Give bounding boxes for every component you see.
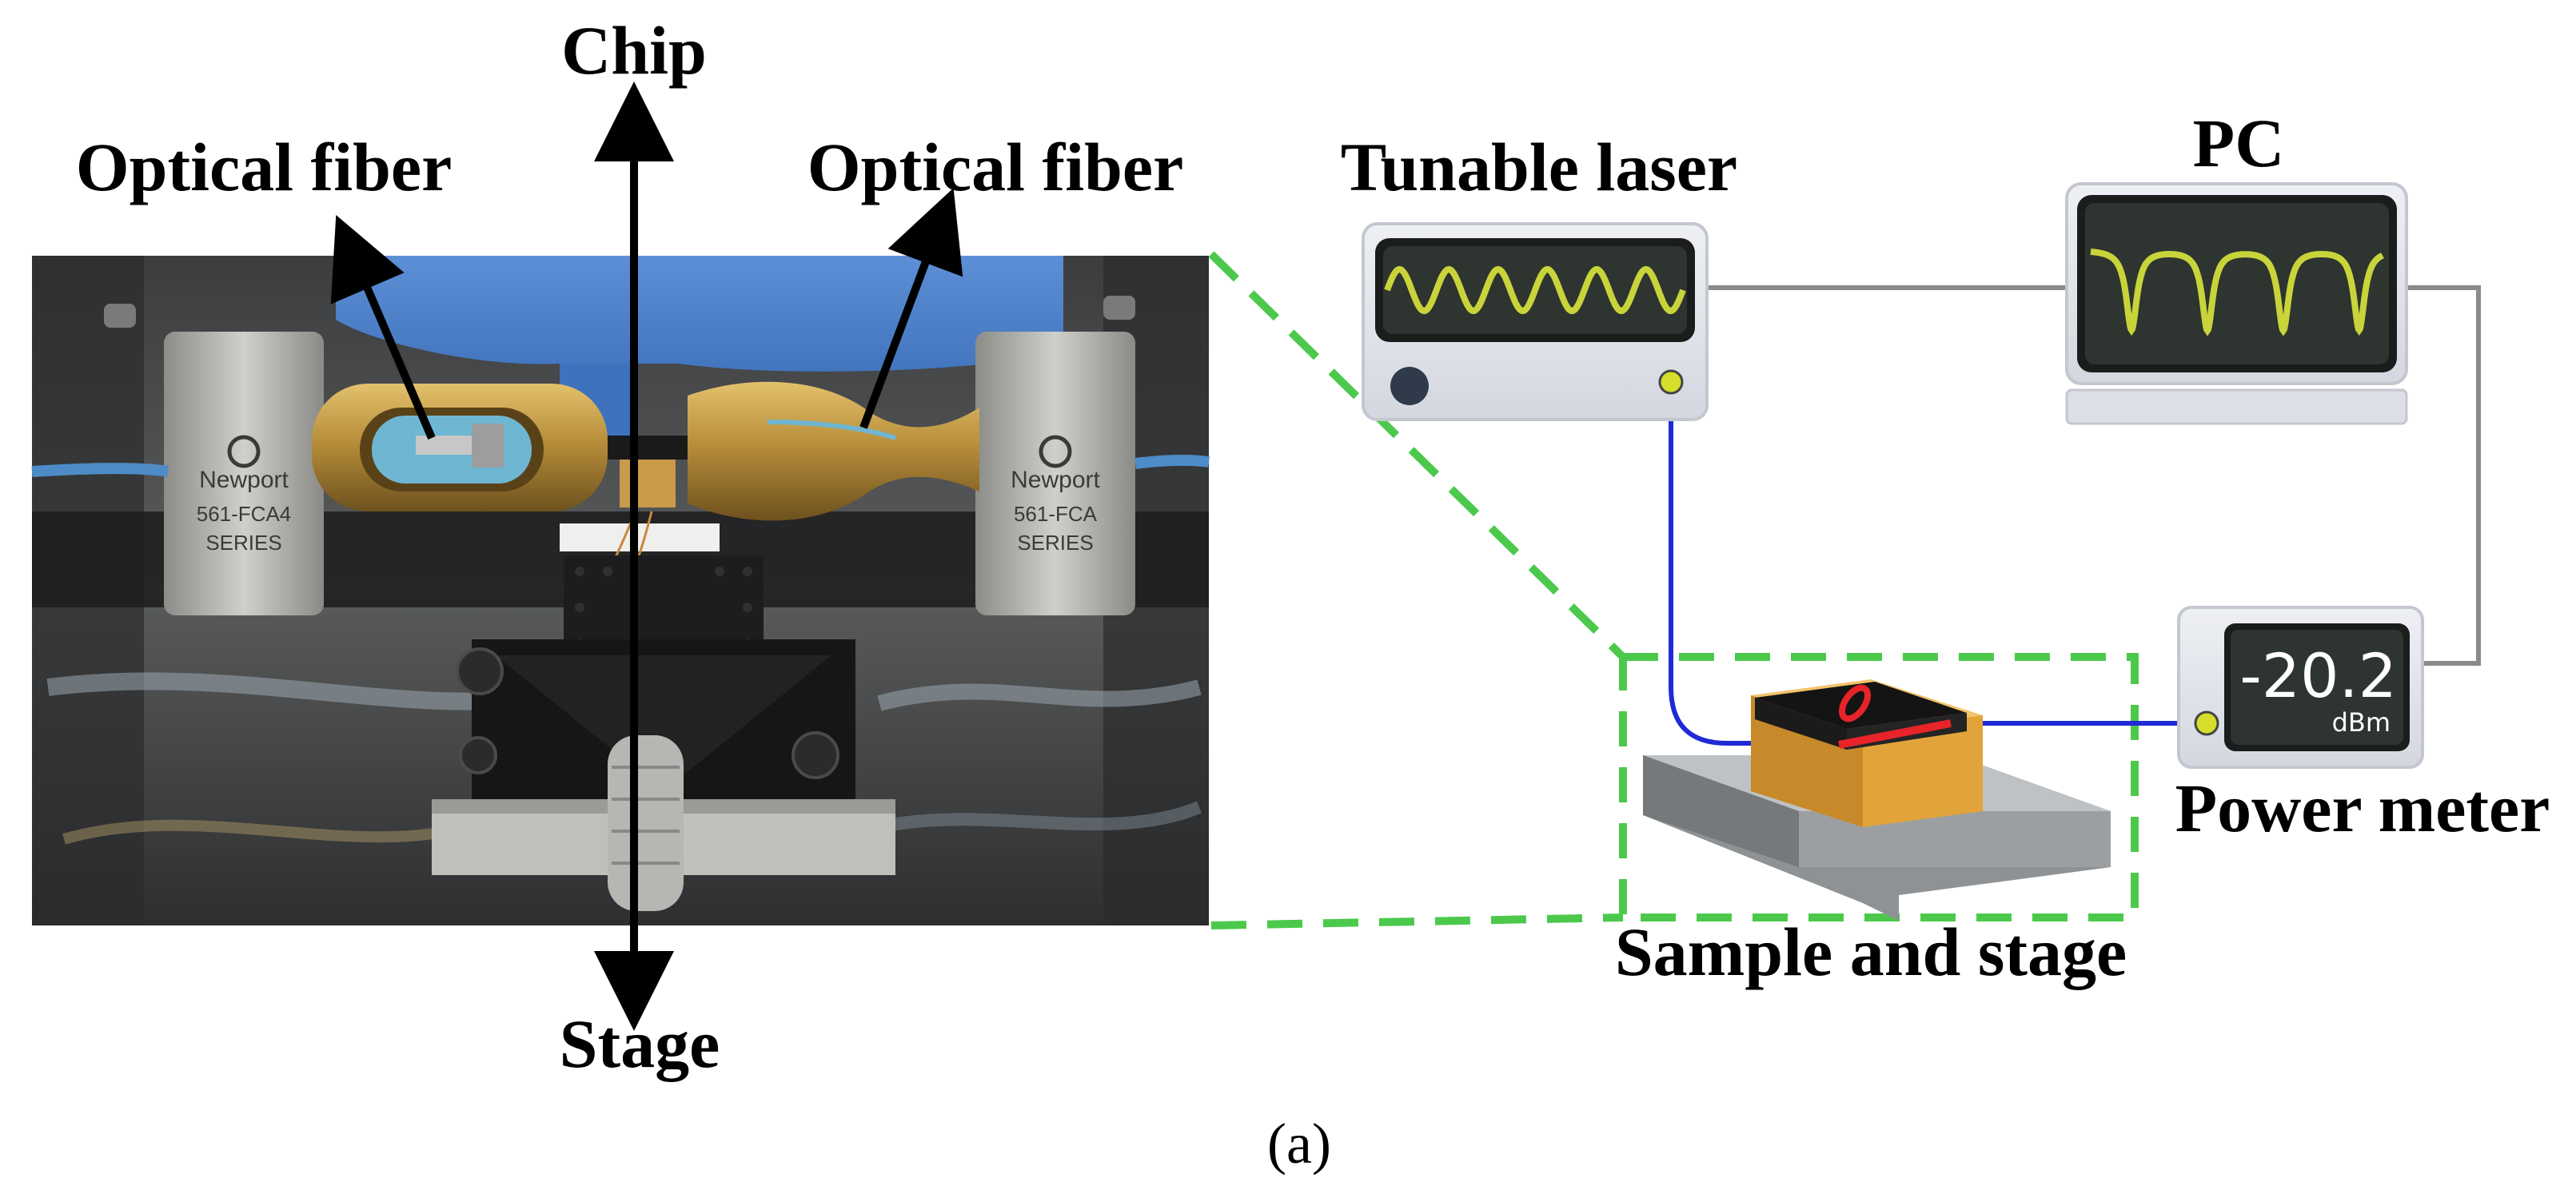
left-model-text: 561-FCA4 xyxy=(197,502,292,526)
pc-label: PC xyxy=(2193,105,2285,181)
optical-fiber-right-label: Optical fiber xyxy=(807,129,1184,205)
stage-label: Stage xyxy=(560,1005,720,1082)
setup-photo: Newport 561-FCA4 SERIES Newport 561-FCA … xyxy=(32,256,1209,925)
chip-label: Chip xyxy=(561,12,707,89)
left-brand-text: Newport xyxy=(199,467,289,493)
laser-output-port xyxy=(1660,371,1682,393)
sample-stage xyxy=(1643,679,2111,921)
power-meter-label: Power meter xyxy=(2175,770,2550,846)
optical-fiber-left-label: Optical fiber xyxy=(76,129,453,205)
laser-knob-icon xyxy=(1390,367,1429,405)
pc-keyboard xyxy=(2067,390,2407,424)
chip xyxy=(608,436,688,460)
power-reading: -20.2 xyxy=(2239,640,2397,711)
right-model-text: 561-FCA xyxy=(1014,502,1098,526)
power-meter: -20.2 dBm xyxy=(2179,607,2422,767)
left-series-text: SERIES xyxy=(205,531,281,555)
pc xyxy=(2067,184,2407,424)
tunable-laser xyxy=(1363,224,1707,420)
sample-and-stage-label: Sample and stage xyxy=(1615,913,2127,990)
figure-caption: (a) xyxy=(1267,1112,1331,1176)
right-brand-text: Newport xyxy=(1011,467,1100,493)
meter-input-port xyxy=(2195,712,2218,734)
power-unit: dBm xyxy=(2332,707,2391,738)
right-series-text: SERIES xyxy=(1017,531,1093,555)
tunable-laser-label: Tunable laser xyxy=(1341,129,1737,205)
